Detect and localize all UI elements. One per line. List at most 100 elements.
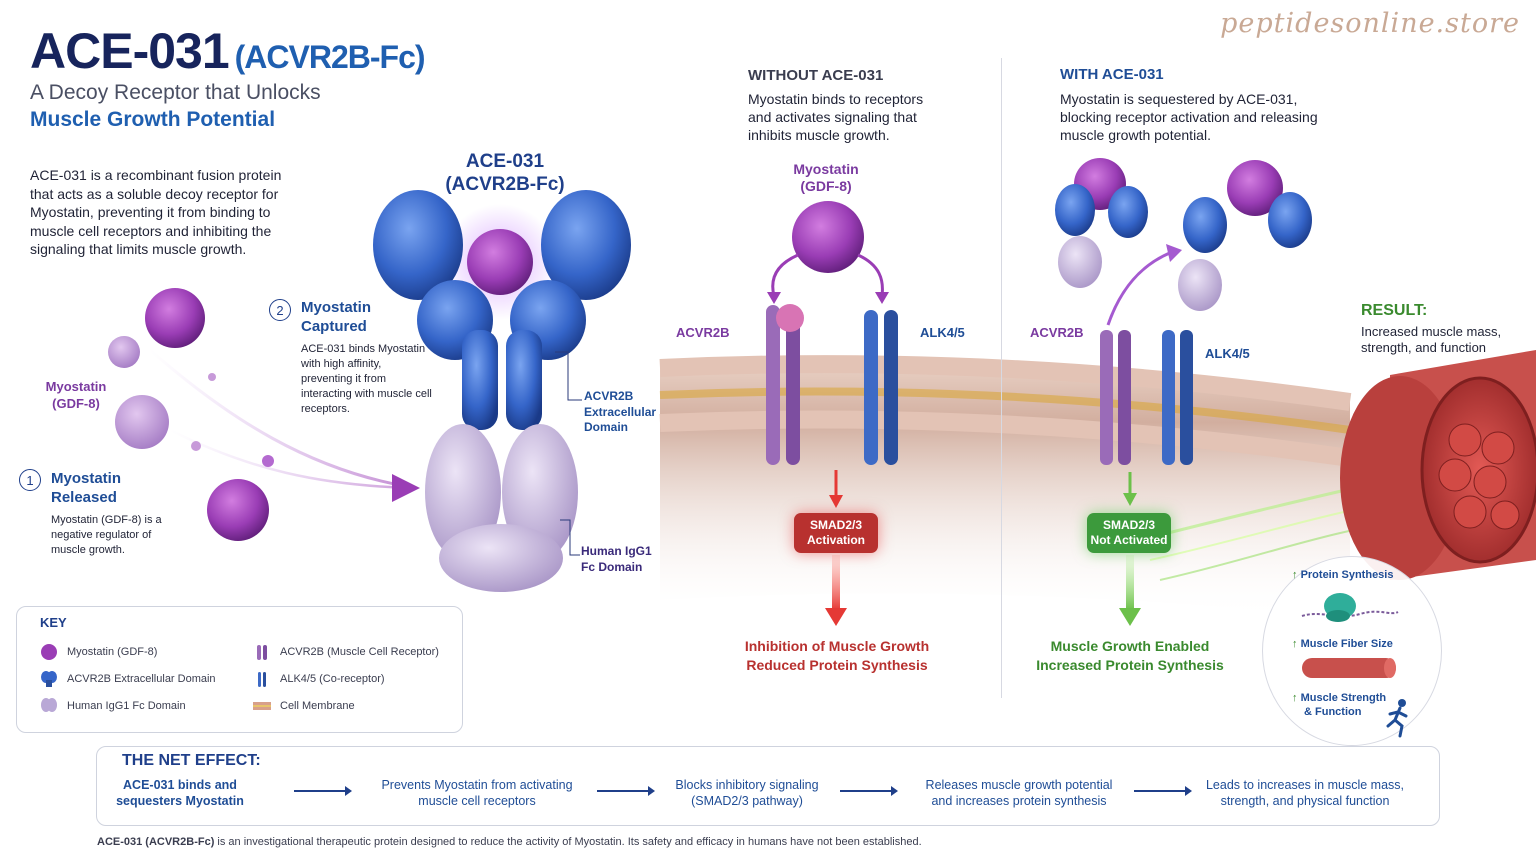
benefit-fiber-size: ↑ Muscle Fiber Size <box>1292 637 1393 651</box>
without-acvr2b-label: ACVR2B <box>676 325 730 340</box>
myostatin-molecule-without <box>792 201 864 273</box>
with-outcome: Muscle Growth Enabled Increased Protein … <box>1018 637 1242 675</box>
title-text: ACE-031 <box>30 23 230 79</box>
arrow-up-icon: ↑ <box>1292 569 1298 581</box>
net-step-4: Releases muscle growth potential and inc… <box>925 778 1113 808</box>
alk45-receptor-without <box>864 310 898 465</box>
without-myostatin-label: Myostatin (GDF-8) <box>780 161 872 195</box>
subtitle-line-2: Muscle Growth Potential <box>30 108 276 131</box>
step-2-badge: 2 <box>269 299 291 321</box>
runner-icon <box>1386 699 1408 738</box>
without-outcome: Inhibition of Muscle Growth Reduced Prot… <box>720 637 954 675</box>
smad-green-line1: SMAD2/3 <box>1102 518 1155 532</box>
step-1-badge: 1 <box>19 469 41 491</box>
net-step-3: Blocks inhibitory signaling (SMAD2/3 pat… <box>675 778 819 808</box>
without-heading: WITHOUT ACE-031 <box>748 67 884 84</box>
without-myostatin-line1: Myostatin <box>793 161 859 177</box>
extracellular-domain-icon <box>40 670 58 688</box>
step-2-text: ACE-031 binds Myostatin with high affini… <box>301 343 432 415</box>
key-item-fc: Human IgG1 Fc Domain <box>40 697 186 715</box>
step-1-text: Myostatin (GDF-8) is a negative regulato… <box>51 514 162 556</box>
ribosome-icon <box>1301 593 1399 622</box>
smad-not-activated-badge: SMAD2/3 Not Activated <box>1087 513 1171 553</box>
result-text: Increased muscle mass, strength, and fun… <box>1361 324 1502 355</box>
muscle-fiber-bundle <box>1340 350 1536 580</box>
myostatin-label-line1: Myostatin <box>45 379 107 394</box>
alk45-receptor-with <box>1162 330 1193 465</box>
net-effect-title: THE NET EFFECT: <box>122 752 261 769</box>
molecule-title-line1: ACE-031 <box>465 151 545 172</box>
step-2-title: Myostatin Captured <box>301 298 371 336</box>
smad-activation-badge: SMAD2/3 Activation <box>794 513 878 553</box>
disclaimer-bold: ACE-031 (ACVR2B-Fc) <box>97 836 215 848</box>
key-item-label: ACVR2B (Muscle Cell Receptor) <box>280 646 439 658</box>
ace-031-bound-right <box>1178 160 1312 311</box>
without-outcome-line1: Inhibition of Muscle Growth <box>744 638 930 654</box>
arrow-right-icon <box>1134 786 1192 796</box>
key-item-label: ACVR2B Extracellular Domain <box>67 673 216 685</box>
key-item-label: Myostatin (GDF-8) <box>67 646 158 658</box>
with-outcome-line2: Increased Protein Synthesis <box>1036 657 1224 673</box>
arrow-up-icon: ↑ <box>1292 692 1298 704</box>
net-effect-box <box>96 746 1440 826</box>
step-1-title-line1: Myostatin <box>51 470 122 487</box>
myostatin-icon <box>40 643 58 661</box>
page-title: ACE-031(ACVR2B-Fc) <box>30 22 426 80</box>
net-step-1: ACE-031 binds and sequesters Myostatin <box>116 778 244 808</box>
key-item-myostatin: Myostatin (GDF-8) <box>40 643 157 661</box>
with-alk45-label: ALK4/5 <box>1205 346 1250 361</box>
key-item-label: Human IgG1 Fc Domain <box>67 700 186 712</box>
disclaimer-text: is an investigational therapeutic protei… <box>214 836 922 848</box>
acvr2b-receptor-without <box>766 304 804 465</box>
muscle-fiber-icon <box>1302 658 1396 678</box>
arrow-right-icon <box>597 786 655 796</box>
key-title: KEY <box>40 615 67 630</box>
cell-membrane-icon <box>253 697 271 715</box>
net-step-5: Leads to increases in muscle mass, stren… <box>1205 778 1404 808</box>
benefit-3-label-line2: & Function <box>1304 706 1362 718</box>
benefit-1-label: Protein Synthesis <box>1300 569 1394 581</box>
key-item-label: Cell Membrane <box>280 700 355 712</box>
arrow-up-icon: ↑ <box>1292 638 1298 650</box>
ace-031-molecule <box>373 190 631 592</box>
acvr2b-receptor-icon <box>253 643 271 661</box>
myostatin-label: Myostatin (GDF-8) <box>38 378 114 412</box>
without-alk45-label: ALK4/5 <box>920 325 965 340</box>
benefits-circle <box>1262 556 1442 746</box>
benefit-protein-synthesis: ↑ Protein Synthesis <box>1292 568 1393 582</box>
alk45-receptor-icon <box>253 670 271 688</box>
subtitle-line-1: A Decoy Receptor that Unlocks <box>30 81 321 104</box>
key-item-label: ALK4/5 (Co-receptor) <box>280 673 385 685</box>
benefit-3-label: Muscle Strength <box>1300 692 1387 704</box>
fc-domain-label: Human IgG1 Fc Domain <box>581 544 652 574</box>
benefit-2-label: Muscle Fiber Size <box>1300 638 1393 650</box>
molecule-title-line2: (ACVR2B-Fc) <box>445 174 565 195</box>
ace-031-bound-left <box>1055 158 1148 288</box>
result-heading: RESULT: <box>1361 302 1428 319</box>
without-text: Myostatin binds to receptors and activat… <box>748 91 924 143</box>
smad-red-line1: SMAD2/3 <box>809 518 862 532</box>
step-1-title-line2: Released <box>51 489 117 506</box>
acvr2b-receptor-with <box>1100 330 1131 465</box>
molecule-title: ACE-031 (ACVR2B-Fc) <box>440 150 570 196</box>
with-text: Myostatin is sequestered by ACE-031, blo… <box>1060 91 1318 143</box>
smad-green-line2: Not Activated <box>1090 533 1168 547</box>
key-item-alk45: ALK4/5 (Co-receptor) <box>253 670 385 688</box>
panel-divider <box>1001 58 1002 698</box>
title-paren: (ACVR2B-Fc) <box>234 39 426 75</box>
intro-paragraph: ACE-031 is a recombinant fusion protein … <box>30 167 282 257</box>
myostatin-molecules <box>108 288 274 541</box>
with-acvr2b-label: ACVR2B <box>1030 325 1084 340</box>
key-item-extracellular: ACVR2B Extracellular Domain <box>40 670 216 688</box>
cell-membrane <box>659 355 1352 620</box>
fc-domain-icon <box>40 697 58 715</box>
without-outcome-line2: Reduced Protein Synthesis <box>746 657 928 673</box>
step-1-title: Myostatin Released <box>51 469 121 507</box>
arrow-right-icon <box>840 786 898 796</box>
key-item-acvr2b: ACVR2B (Muscle Cell Receptor) <box>253 643 439 661</box>
myostatin-label-line2: (GDF-8) <box>52 396 100 411</box>
with-heading: WITH ACE-031 <box>1060 66 1164 83</box>
extracellular-domain-label: ACVR2B Extracellular Domain <box>584 389 657 434</box>
benefit-strength: ↑ Muscle Strength & Function <box>1292 691 1386 719</box>
